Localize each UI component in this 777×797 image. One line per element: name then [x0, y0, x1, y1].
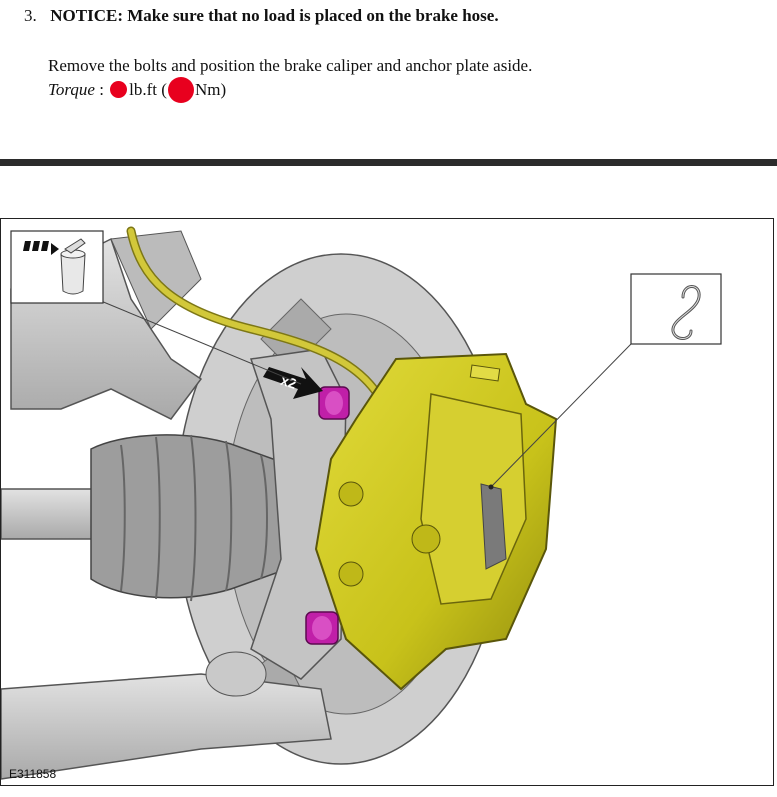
caliper-bolt-upper	[318, 386, 350, 420]
redacted-lbft-value	[110, 81, 128, 98]
unit-nm: Nm)	[194, 80, 227, 99]
redacted-nm-value	[167, 77, 194, 103]
procedure-figure: x2 E311858	[0, 218, 774, 786]
torque-separator: :	[94, 80, 104, 99]
section-divider	[0, 159, 777, 166]
brake-caliper	[314, 352, 558, 691]
leader-line-bolts	[100, 300, 302, 385]
caliper-bolt-lower	[305, 611, 339, 645]
drive-shaft	[1, 434, 302, 602]
step-number: 3.	[24, 6, 37, 25]
torque-line: Torque : lb.ft ( Nm)	[48, 77, 532, 103]
waste-bin-icon-box	[10, 230, 104, 304]
procedure-step: 3. NOTICE: Make sure that no load is pla…	[24, 6, 499, 26]
torque-label: Torque	[48, 80, 95, 99]
waste-bin-icon	[23, 238, 86, 295]
s-hook-icon-box	[630, 273, 722, 345]
notice-text: NOTICE: Make sure that no load is placed…	[50, 6, 499, 25]
steering-knuckle	[250, 348, 347, 680]
unit-lbft: lb.ft (	[129, 80, 167, 99]
leader-line-caliper	[490, 343, 632, 488]
step-instruction-block: Remove the bolts and position the brake …	[48, 55, 532, 103]
figure-reference-code: E311858	[9, 767, 57, 781]
lower-control-arm	[1, 651, 332, 780]
brake-caliper-illustration: x2	[1, 226, 722, 780]
instruction-text: Remove the bolts and position the brake …	[48, 56, 533, 75]
s-hook-icon	[671, 285, 701, 340]
